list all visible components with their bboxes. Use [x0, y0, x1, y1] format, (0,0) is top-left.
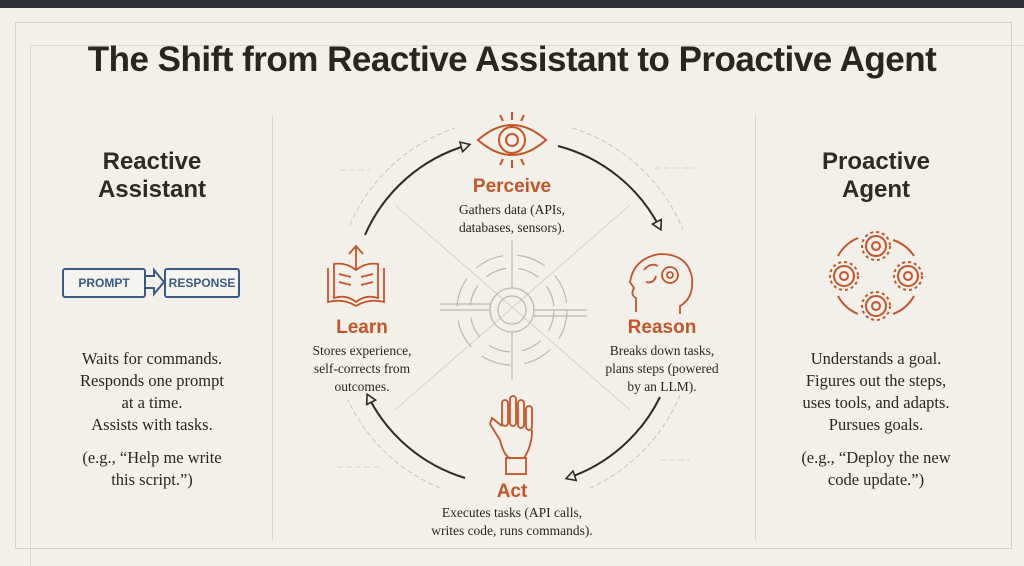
- blueprint-inner-frame: [30, 45, 1024, 566]
- learn-desc-line: self-corrects from: [313, 361, 411, 376]
- proactive-description: Understands a goal. Figures out the step…: [756, 348, 996, 436]
- reactive-example: (e.g., “Help me write this script.”): [42, 447, 262, 491]
- reactive-heading-line1: Reactive: [102, 148, 202, 175]
- act-desc-line: writes code, runs commands).: [431, 523, 593, 538]
- blueprint-frame: [15, 22, 1012, 549]
- proactive-line: uses tools, and adapts.: [802, 393, 950, 412]
- divider-right: [755, 115, 756, 540]
- perceive-label: Perceive: [472, 176, 552, 197]
- reason-desc-line: plans steps (powered: [605, 361, 719, 376]
- reactive-heading-line2: Assistant: [97, 176, 207, 203]
- reactive-example-line: (e.g., “Help me write: [82, 448, 222, 467]
- reactive-example-line: this script.”): [111, 470, 193, 489]
- learn-desc-line: Stores experience,: [312, 343, 412, 358]
- act-desc-line: Executes tasks (API calls,: [441, 505, 583, 520]
- reactive-line: Waits for commands.: [81, 349, 223, 368]
- learn-description: Stores experience, self-corrects from ou…: [262, 342, 462, 396]
- reason-desc-line: by an LLM).: [627, 379, 697, 394]
- perceive-desc-line: Gathers data (APIs,: [458, 202, 566, 217]
- prompt-box: PROMPT: [62, 268, 146, 298]
- reason-desc-line: Breaks down tasks,: [609, 343, 715, 358]
- response-box: RESPONSE: [164, 268, 240, 298]
- divider-left: [272, 115, 273, 540]
- act-label: Act: [496, 481, 528, 502]
- learn-desc-line: outcomes.: [334, 379, 390, 394]
- perceive-desc-line: databases, sensors).: [458, 220, 566, 235]
- proactive-example: (e.g., “Deploy the new code update.”): [756, 447, 996, 491]
- proactive-example-line: code update.”): [827, 470, 925, 489]
- proactive-line: Pursues goals.: [828, 415, 924, 434]
- proactive-heading-line1: Proactive: [821, 148, 931, 175]
- reactive-line: at a time.: [121, 393, 183, 412]
- reactive-line: Assists with tasks.: [91, 415, 213, 434]
- perceive-description: Gathers data (APIs, databases, sensors).: [412, 201, 612, 237]
- reactive-description: Waits for commands. Responds one prompt …: [42, 348, 262, 436]
- learn-label: Learn: [336, 317, 388, 338]
- top-bar: [0, 0, 1024, 8]
- reactive-line: Responds one prompt: [80, 371, 224, 390]
- proactive-line: Understands a goal.: [810, 349, 942, 368]
- proactive-heading: Proactive Agent: [776, 148, 976, 204]
- reactive-heading: Reactive Assistant: [52, 148, 252, 204]
- proactive-line: Figures out the steps,: [805, 371, 947, 390]
- act-description: Executes tasks (API calls, writes code, …: [392, 504, 632, 540]
- page-title: The Shift from Reactive Assistant to Pro…: [87, 40, 937, 79]
- proactive-example-line: (e.g., “Deploy the new: [801, 448, 951, 467]
- reason-description: Breaks down tasks, plans steps (powered …: [562, 342, 762, 396]
- proactive-heading-line2: Agent: [842, 176, 910, 203]
- reason-label: Reason: [627, 317, 697, 338]
